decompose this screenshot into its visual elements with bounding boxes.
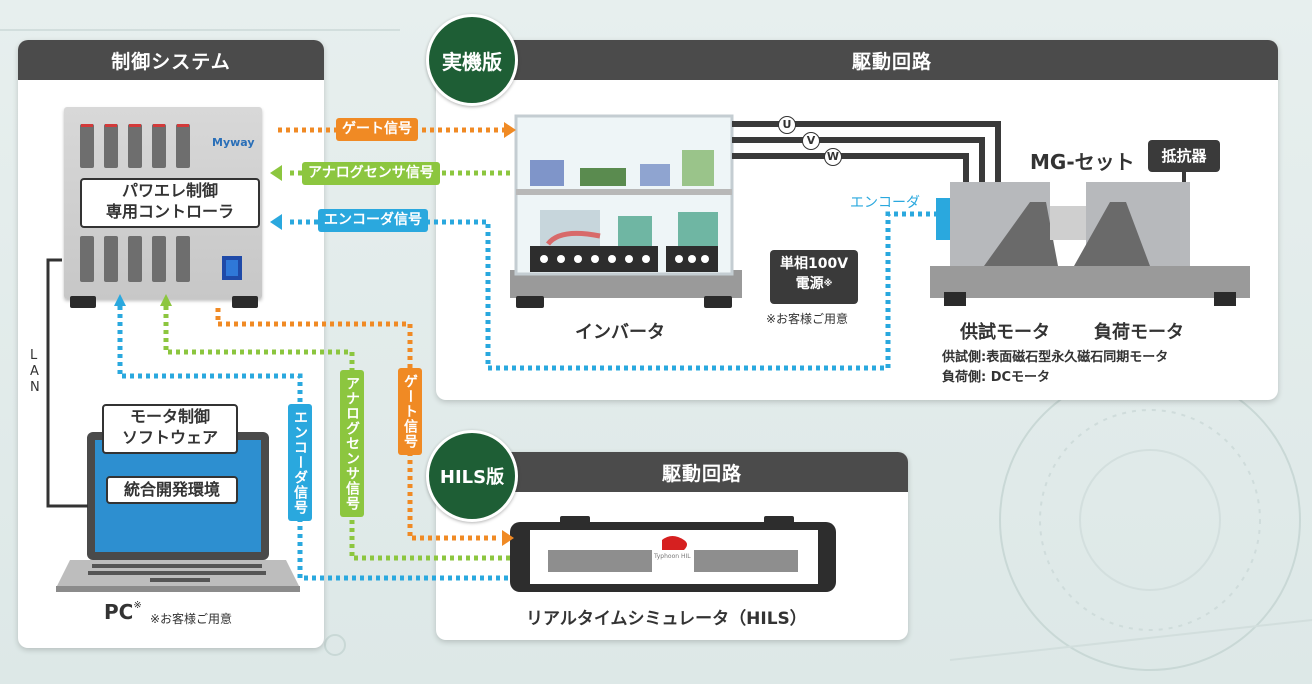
pc-note: ※お客様ご用意	[150, 612, 233, 626]
software-line1: モータ制御	[129, 407, 210, 426]
hils-device-label: リアルタイムシミュレータ（HILS）	[526, 609, 807, 629]
lan-label: LAN	[30, 348, 40, 395]
controller-brand: Myway	[212, 136, 255, 149]
actual-version-badge: 実機版	[426, 14, 518, 106]
phase-u: U	[778, 116, 796, 134]
phase-w: W	[824, 148, 842, 166]
analog-signal-vertical: アナログセンサ信号	[340, 370, 364, 517]
encoder-signal-label: エンコーダ信号	[318, 209, 428, 232]
motor-desc-line2: 負荷側: DCモータ	[942, 370, 1051, 385]
power-line2: 電源※	[770, 274, 858, 294]
power-note-mark: ※	[823, 279, 833, 289]
resistor-box: 抵抗器	[1148, 140, 1220, 172]
load-motor-label: 負荷モータ	[1094, 322, 1184, 343]
gate-signal-label: ゲート信号	[336, 118, 418, 141]
pc-note-mark: ※	[133, 600, 142, 611]
encoder-label: エンコーダ	[850, 195, 920, 211]
actual-circuit-title-text: 駆動回路	[851, 50, 932, 73]
mg-set-label: MG-セット	[1030, 150, 1135, 174]
software-line2: ソフトウェア	[121, 428, 218, 447]
hils-title-text: 駆動回路	[661, 462, 742, 485]
phase-v: V	[802, 132, 820, 150]
power-note: ※お客様ご用意	[766, 312, 849, 326]
controller-label: パワエレ制御 専用コントローラ	[80, 178, 260, 228]
hils-logo: Typhoon HIL	[654, 553, 691, 560]
hils-version-badge: HILS版	[426, 430, 518, 522]
software-label: モータ制御 ソフトウェア	[102, 404, 238, 454]
test-motor-label: 供試モータ	[960, 322, 1050, 343]
controller-label-line1: パワエレ制御	[121, 181, 218, 200]
power-line2-text: 電源	[795, 276, 824, 292]
gate-signal-vertical: ゲート信号	[398, 368, 422, 455]
ide-label: 統合開発環境	[106, 476, 238, 504]
power-supply-box: 単相100V 電源※	[770, 250, 858, 304]
pc-name: PC	[104, 600, 134, 624]
controller-label-line2: 専用コントローラ	[105, 202, 234, 221]
inverter-label: インバータ	[575, 322, 665, 343]
power-line1: 単相100V	[779, 256, 849, 272]
analog-signal-label: アナログセンサ信号	[302, 162, 440, 185]
control-system-title: 制御システム	[18, 40, 324, 80]
encoder-signal-vertical: エンコーダ信号	[288, 404, 312, 521]
pc-label: PC※	[104, 600, 142, 624]
motor-desc-line1: 供試側:表面磁石型永久磁石同期モータ	[942, 350, 1169, 365]
actual-circuit-title: 駆動回路	[436, 40, 1278, 80]
